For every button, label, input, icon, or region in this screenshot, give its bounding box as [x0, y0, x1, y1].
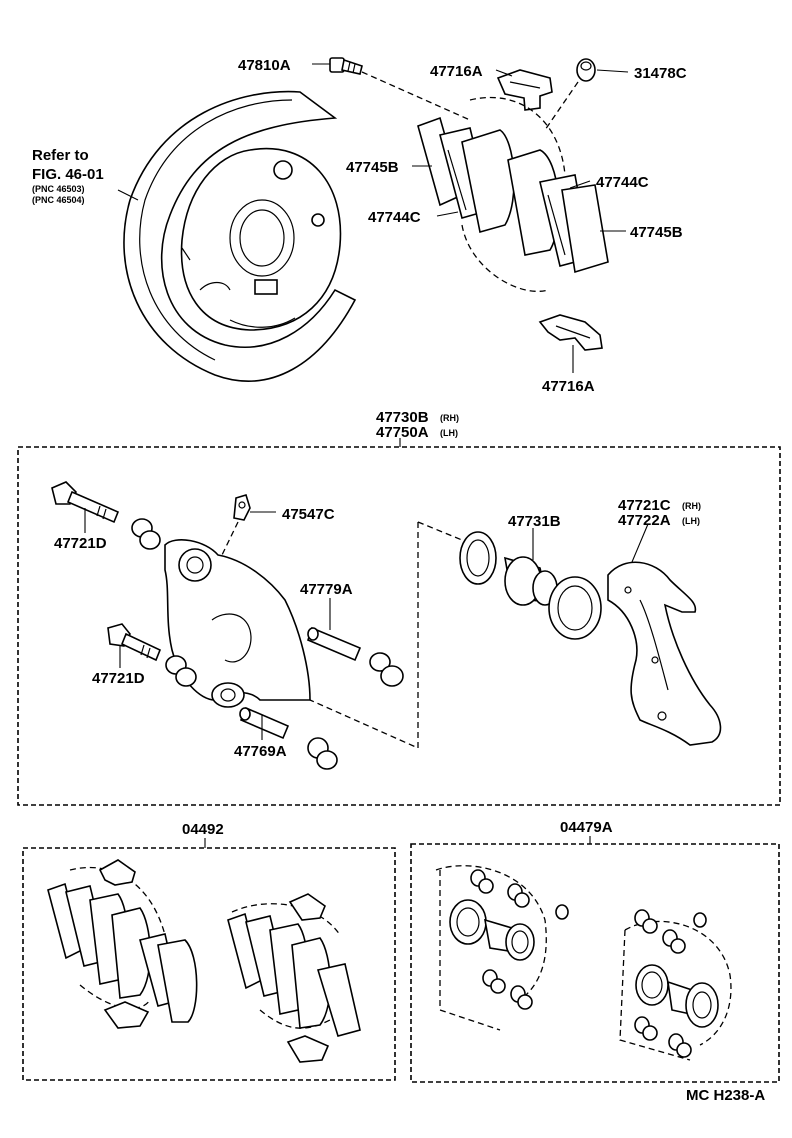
label-47722A-side: (LH) [682, 516, 700, 526]
label-47744C-right: 47744C [596, 174, 649, 191]
kit-04479A-box [410, 843, 780, 1083]
guide-line-caliper [309, 522, 419, 750]
label-47750A: 47750A [376, 424, 429, 441]
label-31478C: 31478C [634, 65, 687, 82]
guide-line-piston [417, 521, 463, 541]
pin-47769A-illustration [239, 706, 338, 770]
caliper-assembly-box [17, 446, 781, 806]
label-04479A: 04479A [560, 819, 613, 836]
pin-47779A-illustration [307, 626, 404, 687]
leader-31478C [596, 69, 629, 73]
kit-04479A-seals-illustration [435, 865, 732, 1061]
label-47716A-top: 47716A [430, 63, 483, 80]
backing-plate-illustration [123, 90, 357, 382]
bolt-47810A-illustration [329, 57, 363, 75]
bleeder-47547C-illustration [233, 494, 251, 521]
label-47721C: 47721C [618, 497, 671, 514]
brake-pads-illustration [417, 96, 609, 292]
leader-47744C-left [436, 211, 459, 217]
label-47750A-side: (LH) [440, 428, 458, 438]
leader-47744C-right [569, 180, 591, 189]
label-47745B-left: 47745B [346, 159, 399, 176]
mounting-bracket-illustration [607, 561, 722, 746]
diagram-code: MC H238-A [686, 1087, 765, 1104]
leader-reference [117, 189, 139, 201]
label-47745B-right: 47745B [630, 224, 683, 241]
label-47769A: 47769A [234, 743, 287, 760]
label-47730B-side: (RH) [440, 413, 459, 423]
piston-47731B-illustration [459, 531, 602, 640]
label-47547C: 47547C [282, 506, 335, 523]
bolt-47721D-top-illustration [51, 481, 161, 550]
label-47721D-bottom: 47721D [92, 670, 145, 687]
kit-04492-pads-illustration [47, 859, 361, 1063]
reference-line-1: Refer to [32, 147, 89, 164]
reference-line-4: (PNC 46504) [32, 195, 85, 205]
label-04492: 04492 [182, 821, 224, 838]
label-47721C-side: (RH) [682, 501, 701, 511]
kit-04492-box [22, 847, 396, 1081]
clip-47716A-bottom-illustration [538, 314, 603, 351]
label-47722A: 47722A [618, 512, 671, 529]
caliper-body-illustration [164, 539, 311, 708]
leader-47716A-top [495, 69, 513, 77]
label-47716A-bottom: 47716A [542, 378, 595, 395]
reference-line-3: (PNC 46503) [32, 184, 85, 194]
leader-47721C [631, 523, 649, 563]
label-47721D-top: 47721D [54, 535, 107, 552]
cap-31478C-illustration [576, 58, 596, 82]
label-47730B: 47730B [376, 409, 429, 426]
label-47731B: 47731B [508, 513, 561, 530]
reference-line-2: FIG. 46-01 [32, 166, 104, 183]
bolt-47721D-bottom-illustration [107, 623, 197, 687]
label-47744C-left: 47744C [368, 209, 421, 226]
clip-47716A-top-illustration [496, 69, 553, 111]
label-47810A: 47810A [238, 57, 291, 74]
guide-line-bleeder [221, 521, 239, 556]
label-47779A: 47779A [300, 581, 353, 598]
